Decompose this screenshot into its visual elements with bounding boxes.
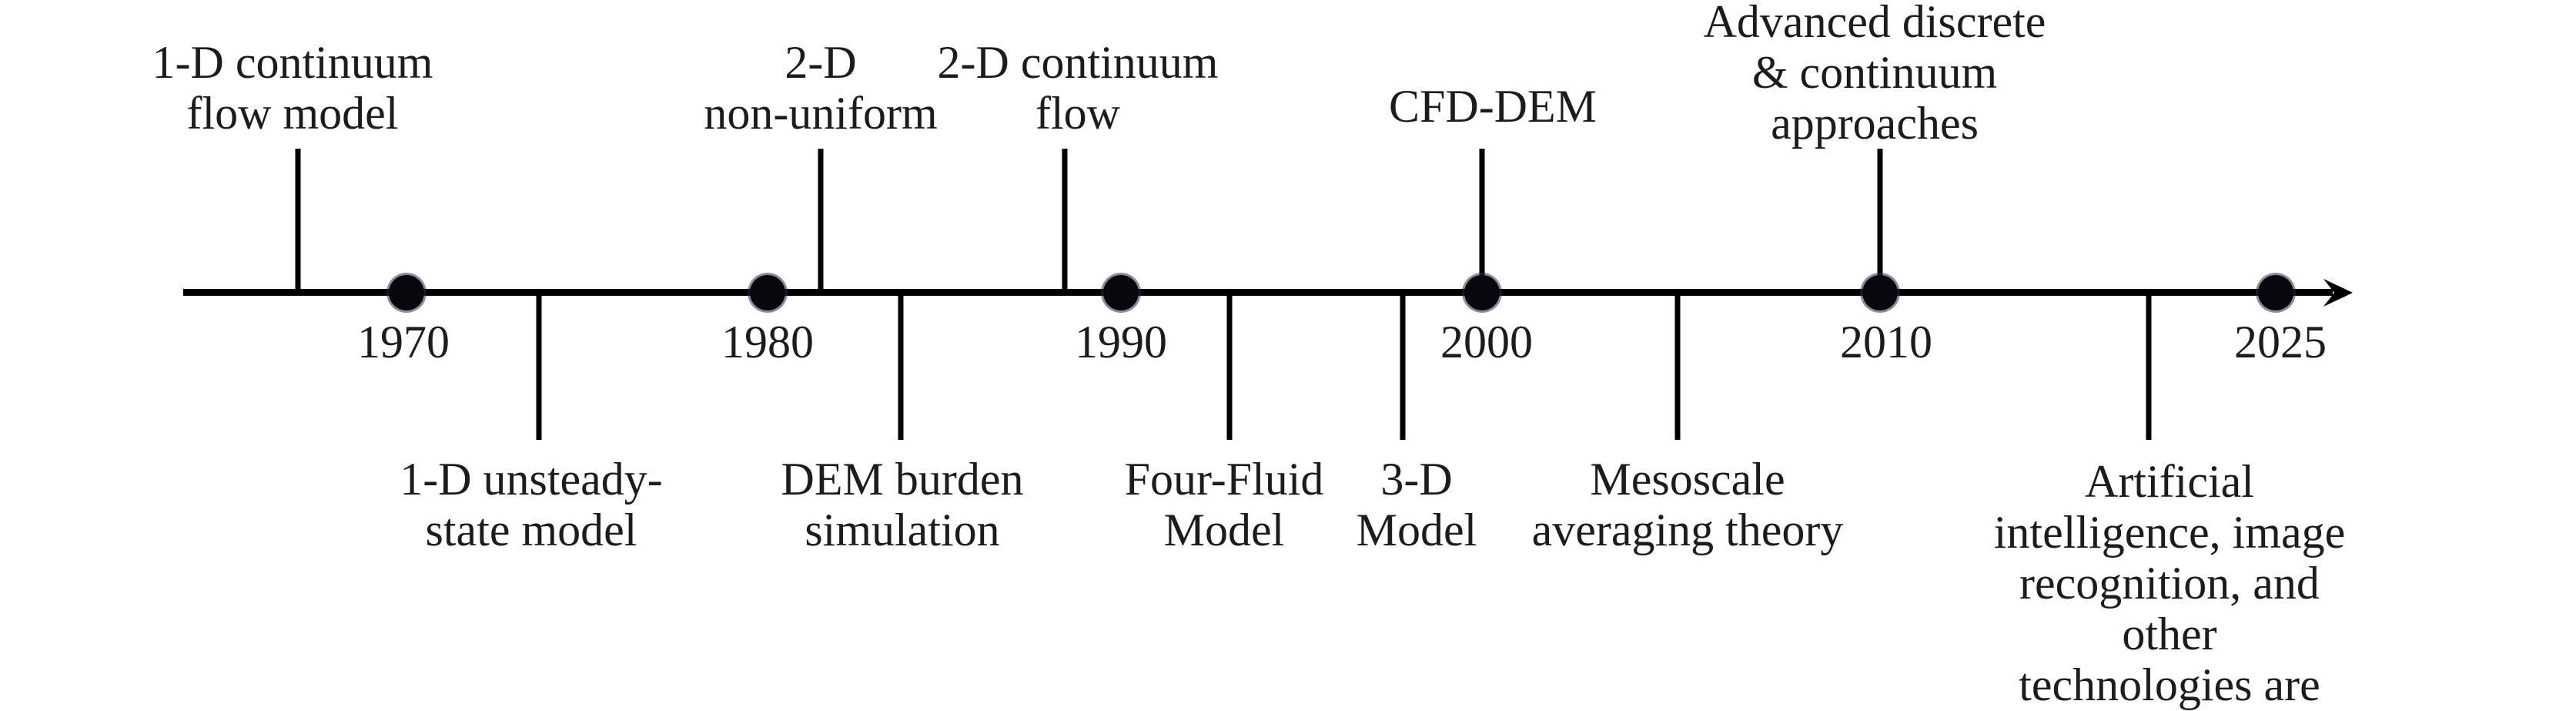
dot-1980 <box>750 275 785 310</box>
tick-down-four-fluid <box>1226 293 1233 440</box>
dot-2000 <box>1464 275 1500 310</box>
timeline-arrowhead-icon <box>2323 279 2353 307</box>
timeline-axis <box>183 289 2333 296</box>
dot-1970 <box>389 275 424 310</box>
tick-down-ai <box>2146 293 2152 440</box>
event-label-1d-continuum-flow-model: 1-D continuum flow model <box>152 37 433 139</box>
event-label-cfd-dem: CFD-DEM <box>1388 81 1597 132</box>
dot-2025 <box>2258 275 2293 310</box>
tick-down-1d-unsteady <box>536 293 542 440</box>
tick-down-3d-model <box>1400 293 1406 440</box>
tick-up-advanced <box>1877 149 1883 293</box>
year-label-1990: 1990 <box>1075 317 1167 367</box>
year-label-1980: 1980 <box>721 317 814 367</box>
event-label-2d-non-uniform: 2-D non-uniform <box>704 37 938 139</box>
event-label-dem-burden-simulation: DEM burden simulation <box>781 454 1024 555</box>
year-label-1970: 1970 <box>357 317 450 367</box>
year-label-2000: 2000 <box>1440 317 1533 367</box>
tick-up-2d-nonuniform <box>818 149 824 293</box>
event-label-mesoscale-averaging-theory: Mesoscale averaging theory <box>1531 454 1844 555</box>
event-label-2d-continuum-flow: 2-D continuum flow <box>937 37 1219 139</box>
tick-down-mesoscale <box>1674 293 1681 440</box>
year-label-2025: 2025 <box>2234 317 2327 367</box>
tick-up-1d-continuum <box>295 149 301 293</box>
dot-1990 <box>1103 275 1139 310</box>
event-label-ai-integration: Artificial intelligence, image recogniti… <box>1993 456 2346 711</box>
tick-up-2d-continuum <box>1062 149 1068 293</box>
dot-2010 <box>1862 275 1898 310</box>
event-label-3d-model: 3-D Model <box>1356 454 1477 555</box>
event-label-advanced-approaches: Advanced discrete & continuum approaches <box>1703 0 2046 149</box>
tick-up-cfd-dem <box>1479 149 1485 293</box>
event-label-four-fluid-model: Four-Fluid Model <box>1124 454 1324 555</box>
year-label-2010: 2010 <box>1840 317 1932 367</box>
event-label-1d-unsteady-state-model: 1-D unsteady- state model <box>400 454 663 555</box>
tick-down-dem-burden <box>898 293 904 440</box>
